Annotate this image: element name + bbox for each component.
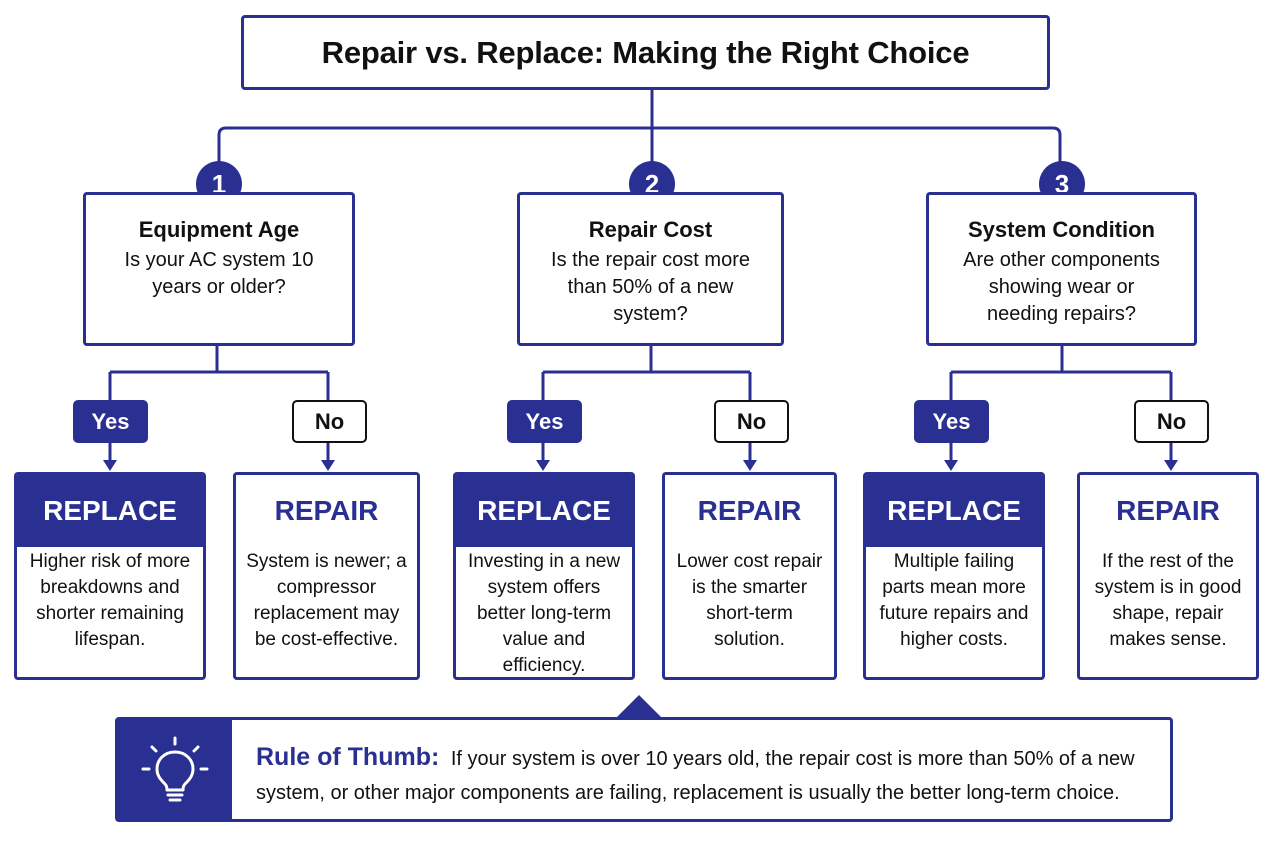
result-replace-system-condition: REPLACE Multiple failing parts mean more… [863,472,1045,680]
rule-of-thumb-text: If your system is over 10 years old, the… [256,748,1135,804]
rule-of-thumb-box: Rule of Thumb: If your system is over 10… [115,717,1173,822]
question-title: System Condition [967,217,1155,242]
question-box-system-condition: System Condition Are other components sh… [926,192,1197,346]
callout-pointer [617,695,661,717]
result-text: System is newer; a compressor replacemen… [246,551,407,650]
yes-label: Yes [73,400,148,443]
lightbulb-icon [141,736,209,801]
question-title: Equipment Age [138,217,300,242]
no-label: No [1134,400,1209,443]
yes-label: Yes [914,400,989,443]
result-text: Lower cost repair is the smarter short-t… [676,551,823,650]
question-box-equipment-age: Equipment Age Is your AC system 10 years… [83,192,355,346]
result-heading: REPLACE [17,475,203,547]
question-text: Is your AC system 10 years or older? [124,249,314,298]
question-text: Is the repair cost more than 50% of a ne… [551,249,750,325]
result-repair-repair-cost: REPAIR Lower cost repair is the smarter … [662,472,837,680]
icon-panel [118,720,232,819]
diagram-title: Repair vs. Replace: Making the Right Cho… [321,34,970,70]
result-text: If the rest of the system is in good sha… [1094,551,1242,650]
result-repair-equipment-age: REPAIR System is newer; a compressor rep… [233,472,420,680]
result-replace-equipment-age: REPLACE Higher risk of more breakdowns a… [14,472,206,680]
result-replace-repair-cost: REPLACE Investing in a new system offers… [453,472,635,680]
no-label: No [292,400,367,443]
rule-of-thumb-label: Rule of Thumb: [256,743,440,771]
result-repair-system-condition: REPAIR If the rest of the system is in g… [1077,472,1259,680]
result-text: Multiple failing parts mean more future … [879,551,1029,650]
rule-of-thumb-text-block: Rule of Thumb: If your system is over 10… [256,740,1156,810]
result-heading: REPAIR [1080,475,1256,547]
question-box-repair-cost: Repair Cost Is the repair cost more than… [517,192,784,346]
result-heading: REPAIR [665,475,834,547]
question-title: Repair Cost [588,217,713,242]
title-box: Repair vs. Replace: Making the Right Cho… [241,15,1050,90]
result-heading: REPLACE [866,475,1042,547]
result-text: Investing in a new system offers better … [467,551,621,676]
result-heading: REPLACE [456,475,632,547]
no-label: No [714,400,789,443]
result-text: Higher risk of more breakdowns and short… [29,551,191,650]
yes-label: Yes [507,400,582,443]
result-heading: REPAIR [236,475,417,547]
question-text: Are other components showing wear or nee… [963,249,1160,325]
